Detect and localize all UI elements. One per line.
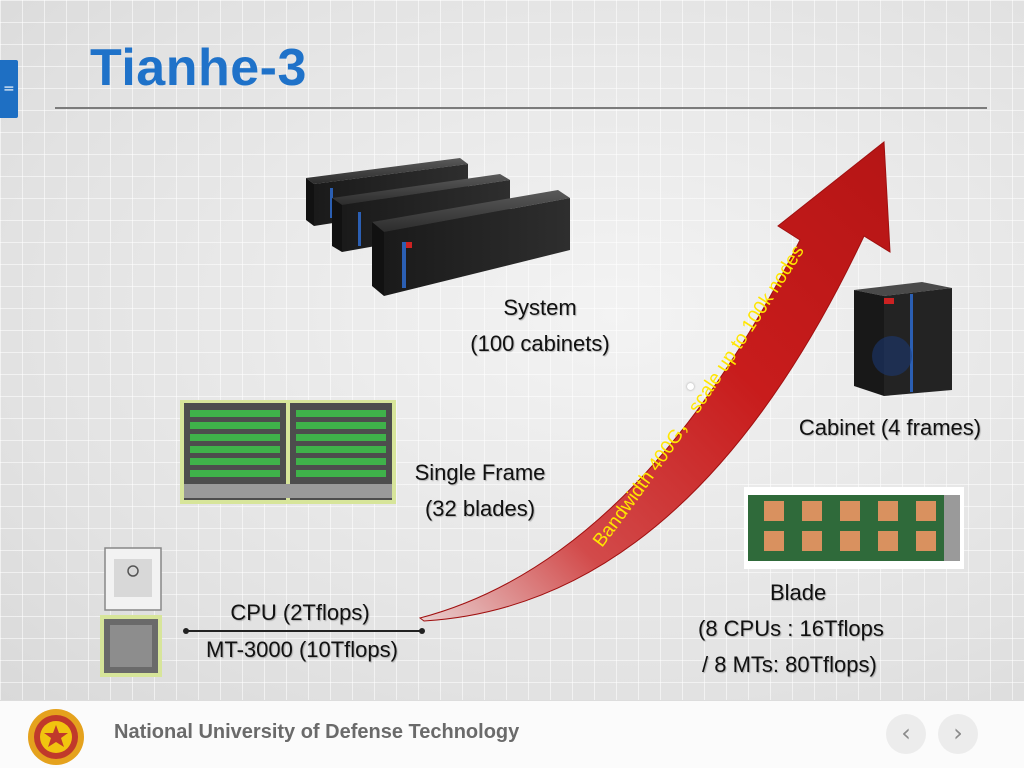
university-logo-icon [28, 709, 84, 765]
slide-title: Tianhe-3 [90, 39, 307, 97]
blade-label: Blade (8 CPUs : 16Tflops / 8 MTs: 80Tflo… [698, 580, 884, 677]
frame-label: Single Frame (32 blades) [414, 460, 546, 521]
chevron-right-icon: › [953, 719, 963, 747]
footer-institution: National University of Defense Technolog… [114, 721, 520, 743]
dot-marker [687, 383, 694, 390]
cabinet-image [854, 282, 952, 396]
system-racks-image [306, 158, 570, 296]
mt3000-label: MT-3000 (10Tflops) [206, 637, 398, 662]
cabinet-label: Cabinet (4 frames) [798, 415, 982, 440]
cpu-divider [183, 628, 425, 634]
system-label: System (100 cabinets) [470, 295, 610, 356]
next-slide-button[interactable]: › [938, 714, 978, 754]
title-divider [55, 107, 987, 109]
cpu-chip-image [104, 547, 162, 611]
cpu-label: CPU (2Tflops) [230, 600, 370, 625]
side-tab[interactable]: = [0, 60, 18, 118]
prev-slide-button[interactable]: ‹ [886, 714, 926, 754]
footer-bar: National University of Defense Technolog… [0, 700, 1024, 768]
menu-icon: = [3, 81, 15, 97]
blade-image [744, 487, 964, 569]
frame-image [180, 400, 396, 504]
mt3000-chip-image [100, 615, 162, 677]
chevron-left-icon: ‹ [901, 719, 911, 747]
slide: = Tianhe-3 Bandwidth 400G， scale up to 1… [0, 0, 1024, 700]
